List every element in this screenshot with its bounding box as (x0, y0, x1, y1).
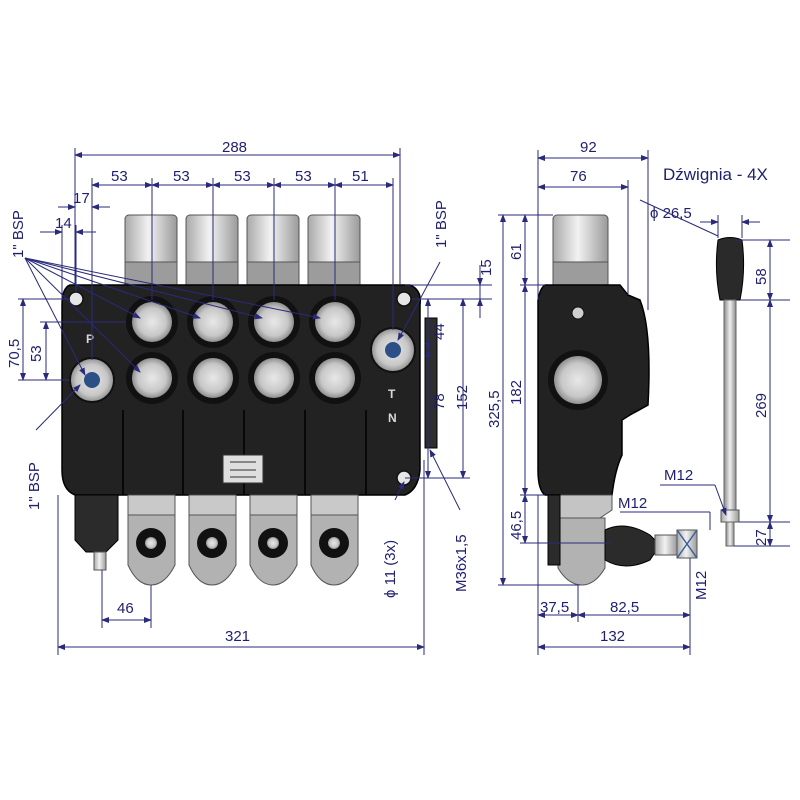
dim-321: 321 (225, 628, 250, 645)
nameplate (222, 454, 264, 484)
spool-caps-top (124, 214, 361, 287)
dim-46-5: 46,5 (508, 511, 525, 540)
dim-44: 44 (431, 323, 448, 340)
lever-title: Dźwignia - 4X (663, 165, 768, 184)
front-view: P T N (61, 214, 438, 586)
spool-housings-bottom (127, 494, 359, 586)
dim-132: 132 (600, 628, 625, 645)
bsp-label-bottom-left: 1" BSP (26, 462, 43, 510)
dim-53-c: 53 (234, 168, 251, 185)
dim-58: 58 (753, 268, 770, 285)
dim-51: 51 (352, 168, 369, 185)
side-dimensions: 92 76 61 325,5 182 46,5 M12 M12 37,5 (486, 139, 711, 655)
port-label-p: P (86, 332, 94, 346)
hole-label: ϕ 11 (3x) (382, 540, 399, 598)
dim-92: 92 (580, 139, 597, 156)
dim-53-vertical: 53 (28, 345, 45, 362)
m12-label-vertical: M12 (693, 571, 710, 600)
m12-label-joint: M12 (618, 495, 647, 512)
dim-15: 15 (478, 259, 495, 276)
work-ports-row-a (126, 296, 361, 348)
dim-53-d: 53 (295, 168, 312, 185)
dim-76: 76 (570, 168, 587, 185)
dim-325-5: 325,5 (486, 390, 503, 428)
dim-78: 78 (431, 393, 448, 410)
relief-valve (74, 494, 119, 571)
front-dimensions: 288 53 53 53 53 51 17 14 70,5 (6, 139, 495, 655)
dim-288: 288 (222, 139, 247, 156)
lever: Dźwignia - 4X ϕ 26,5 58 269 27 M12 (639, 165, 790, 547)
dim-14: 14 (55, 215, 72, 232)
dim-152: 152 (454, 385, 471, 410)
thread-label: M36x1,5 (453, 534, 470, 592)
dim-17: 17 (73, 190, 90, 207)
port-label-t: T (388, 387, 396, 401)
dim-70-5: 70,5 (6, 339, 23, 368)
side-view (537, 214, 698, 586)
dim-37-5: 37,5 (540, 599, 569, 616)
bsp-label-top-left: 1" BSP (10, 210, 27, 258)
work-ports-row-b (126, 352, 361, 404)
dim-82-5: 82,5 (610, 599, 639, 616)
dim-61: 61 (508, 243, 525, 260)
lever-knob (715, 237, 745, 301)
port-label-n: N (388, 411, 397, 425)
dim-46: 46 (117, 600, 134, 617)
dim-27: 27 (753, 529, 770, 546)
dim-53-a: 53 (111, 168, 128, 185)
bsp-label-top-right: 1" BSP (433, 200, 450, 248)
dim-269: 269 (753, 393, 770, 418)
dim-53-b: 53 (173, 168, 190, 185)
dim-182: 182 (508, 380, 525, 405)
lever-thread: M12 (664, 467, 693, 484)
